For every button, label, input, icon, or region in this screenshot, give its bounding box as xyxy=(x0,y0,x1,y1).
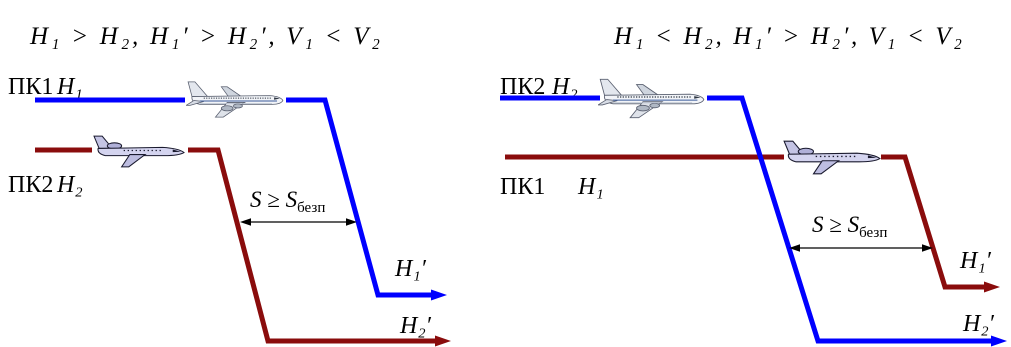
left-upper-final-level: H₁′ xyxy=(394,256,427,282)
left-dimension-arrowhead-end xyxy=(346,218,357,226)
right-separation-main: S ≥ S xyxy=(812,212,860,237)
right-lower-final-level: H₁′ xyxy=(959,248,992,274)
left-lower-initial-level: H₂ xyxy=(56,172,83,198)
right-separation-label: S ≥ Sбезп xyxy=(812,212,887,241)
right-lower-initial-level: H₁ xyxy=(577,174,604,200)
left-separation-dimension-arrow xyxy=(240,218,357,226)
right-lower-track-arrowhead xyxy=(984,281,1000,293)
left-upper-initial-level: H₁ xyxy=(56,74,83,100)
left-lower-aircraft-id: ПК2 xyxy=(8,172,53,198)
right-upper-descent-path xyxy=(707,95,993,344)
right-upper-track-arrowhead xyxy=(991,335,1007,347)
left-diagram: H₁ > H₂, H₁′ > H₂′, V₁ < V₂ ПК1 H₁ H₁′ П… xyxy=(8,23,451,347)
right-diagram: H₁ < H₂, H₁′ > H₂′, V₁ < V₂ ПК1 H₁ H₁′ П… xyxy=(500,23,1007,347)
left-separation-label: S ≥ Sбезп xyxy=(250,187,325,216)
left-dimension-arrowhead-start xyxy=(240,218,251,226)
left-lower-final-level: H₂′ xyxy=(399,313,432,339)
right-lower-aircraft-id: ПК1 xyxy=(500,174,545,200)
right-condition-title: H₁ < H₂, H₁′ > H₂′, V₁ < V₂ xyxy=(613,23,962,50)
left-upper-descent-path xyxy=(286,97,433,298)
right-separation-dimension-arrow xyxy=(789,244,933,252)
left-upper-track-arrowhead xyxy=(431,289,447,301)
right-dimension-arrowhead-start xyxy=(789,244,800,252)
right-lower-descent-path xyxy=(881,154,986,290)
right-upper-final-level: H₂′ xyxy=(962,311,995,337)
left-separation-subscript: безп xyxy=(297,200,325,216)
left-lower-descent-path xyxy=(188,147,437,344)
left-condition-title: H₁ > H₂, H₁′ > H₂′, V₁ < V₂ xyxy=(29,23,380,50)
left-separation-main: S ≥ S xyxy=(250,187,298,212)
left-upper-aircraft-id: ПК1 xyxy=(8,74,53,100)
right-separation-subscript: безп xyxy=(859,225,887,241)
right-dimension-arrowhead-end xyxy=(922,244,933,252)
left-lower-track-arrowhead xyxy=(435,335,451,347)
